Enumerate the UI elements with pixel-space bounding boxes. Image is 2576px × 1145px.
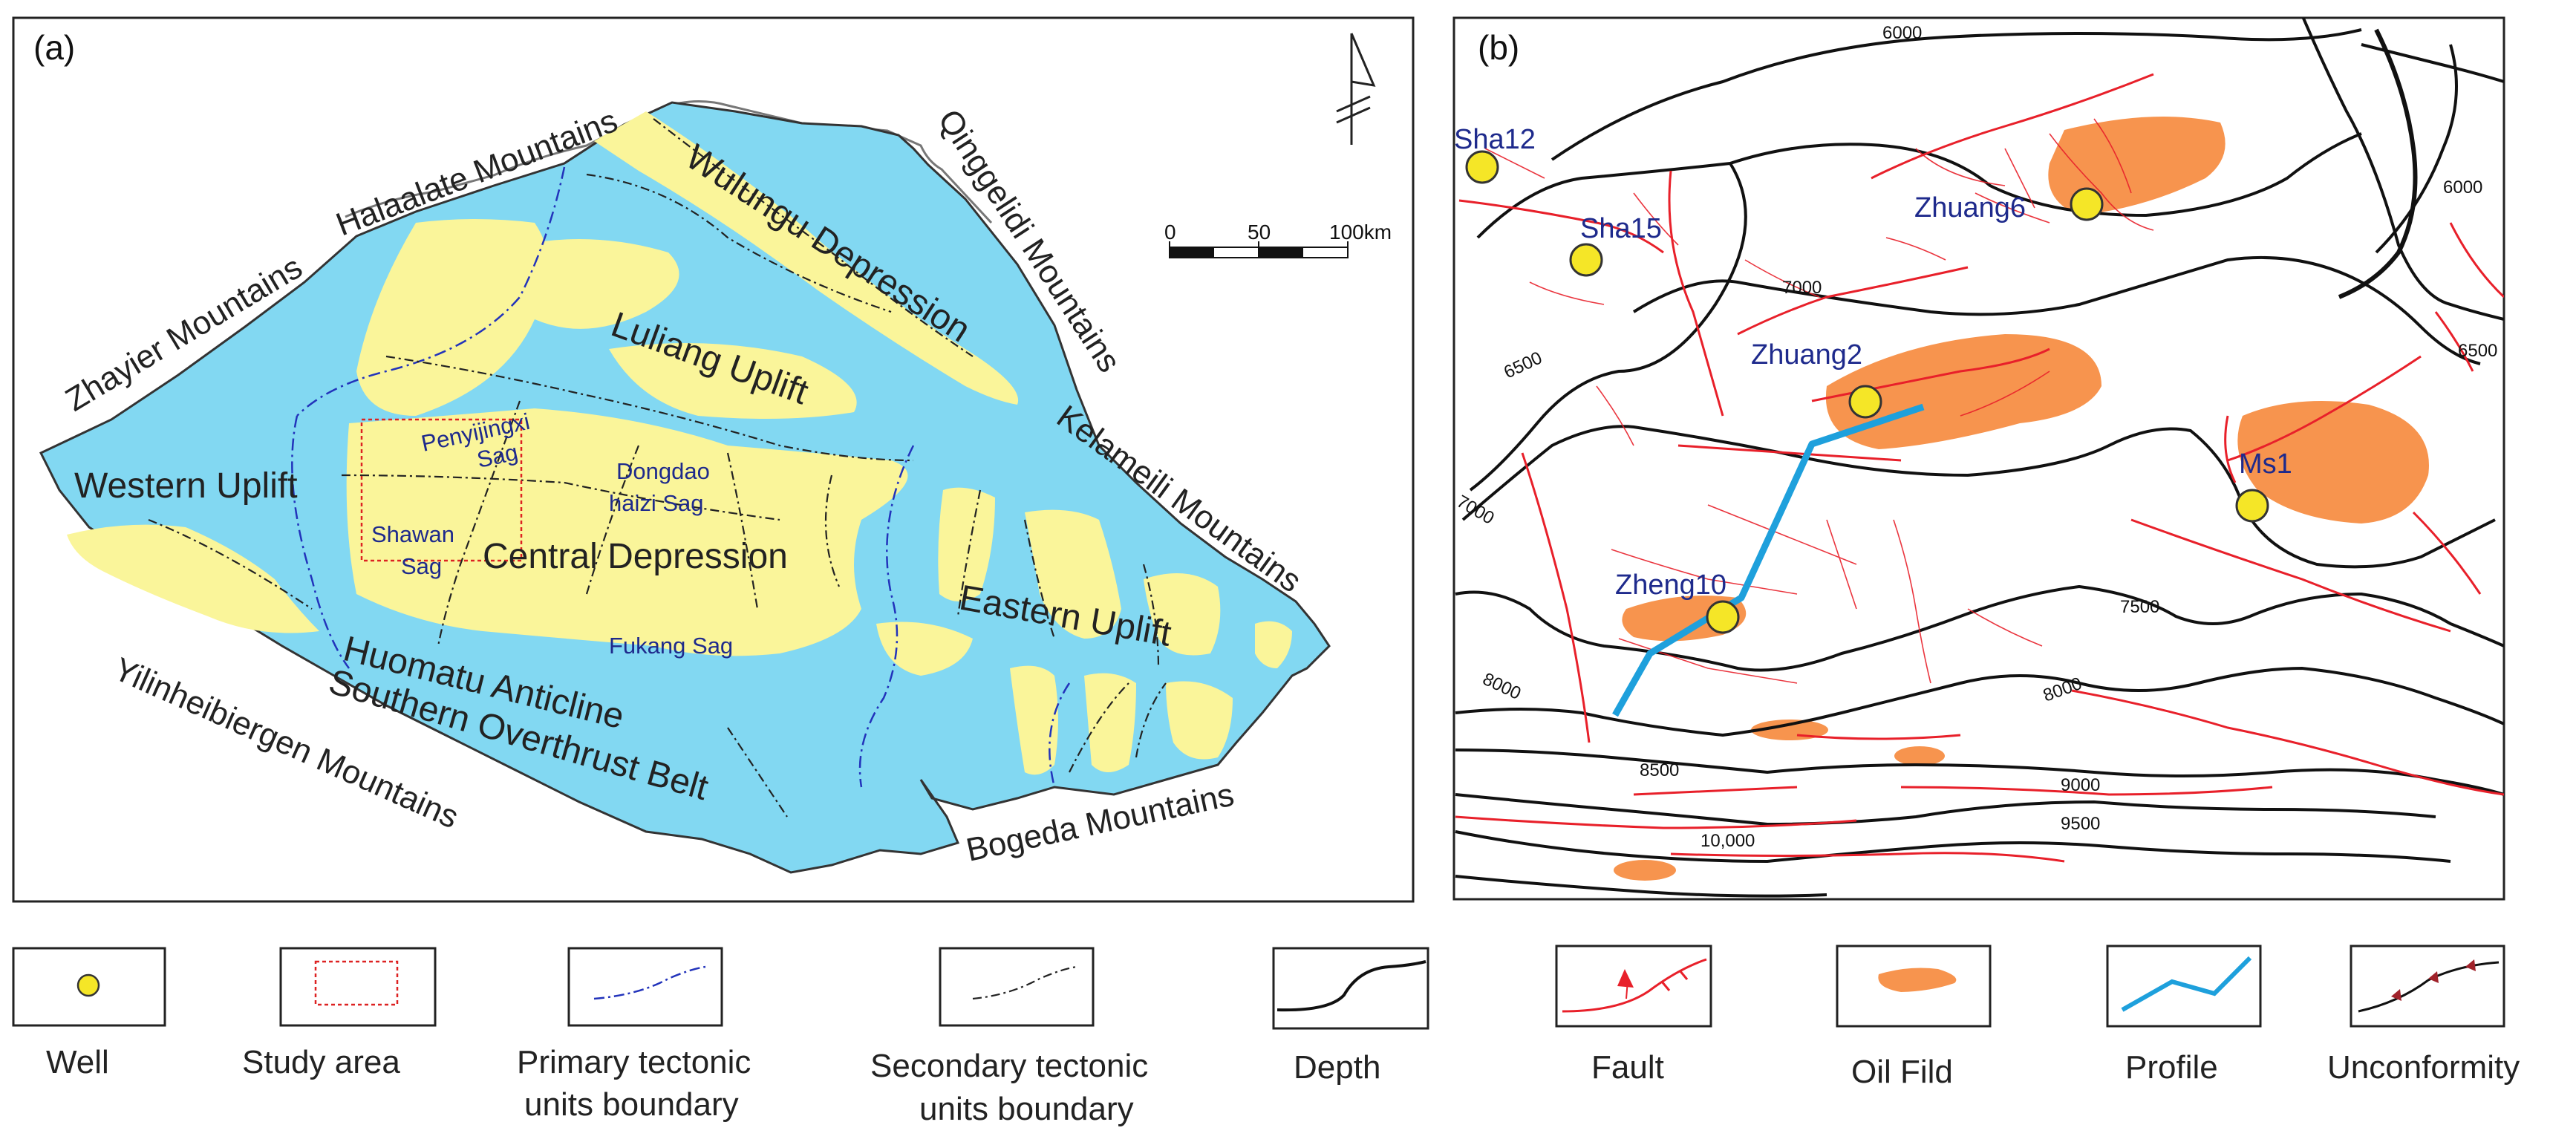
western-label: Western Uplift xyxy=(74,466,298,506)
well-zhuang2 xyxy=(1848,385,1882,419)
panel-a-letter: (a) xyxy=(33,28,75,67)
scale-bar xyxy=(1169,241,1349,258)
panel-b-map: (b) Sha12 Sha15 Zhuang6 Zhuang2 Ms1 Zhen… xyxy=(1452,16,2505,901)
well-sha15 xyxy=(1569,243,1603,277)
central-label: Central Depression xyxy=(483,537,788,576)
ms1-label: Ms1 xyxy=(2239,448,2292,480)
oil-field-small-2 xyxy=(1894,746,1945,766)
legend-profile-label: Profile xyxy=(2125,1049,2218,1086)
legend-study-area-label: Study area xyxy=(242,1044,400,1080)
wells xyxy=(1465,150,2269,634)
zheng10-label: Zheng10 xyxy=(1615,570,1726,601)
legend-well-label: Well xyxy=(46,1044,109,1080)
contour-label-8500: 8500 xyxy=(1640,760,1679,780)
primary-boundaries xyxy=(291,166,1071,788)
legend-secondary-label-1: Secondary tectonic xyxy=(870,1048,1148,1084)
oil-field-small-3 xyxy=(1614,860,1676,881)
legend-well: Well xyxy=(12,947,166,1080)
profile-line xyxy=(1612,403,1925,717)
dongdao-label-2: haizi Sag xyxy=(609,490,704,516)
legend-primary-symbol xyxy=(593,965,706,1000)
legend-study-area-symbol xyxy=(314,960,399,1006)
well-zhuang6 xyxy=(2070,187,2104,221)
sag-labels: Penyijingxi Sag Dongdao haizi Sag Shawan… xyxy=(371,408,733,659)
well-ms1 xyxy=(2235,489,2269,523)
legend-secondary-symbol xyxy=(972,965,1077,1000)
north-arrow xyxy=(1336,33,1376,145)
legend-primary-label-2: units boundary xyxy=(524,1086,739,1123)
legend: Well Study area Primary tectonic units b… xyxy=(12,945,2520,1127)
legend-study-area: Study area xyxy=(242,947,437,1080)
contour-label-10000: 10,000 xyxy=(1701,831,1755,851)
contour-label-6500-right: 6500 xyxy=(2458,341,2497,361)
zhuang2-label: Zhuang2 xyxy=(1751,339,1862,371)
contour-label-9000: 9000 xyxy=(2061,775,2100,795)
legend-primary-label-1: Primary tectonic xyxy=(517,1044,751,1080)
unconformity-line xyxy=(2338,28,2418,299)
fukang-label: Fukang Sag xyxy=(609,633,733,659)
legend-well-symbol xyxy=(76,973,100,997)
study-area-box xyxy=(360,418,523,562)
legend-primary-boundary: Primary tectonic units boundary xyxy=(517,947,751,1123)
oil-field-ms1 xyxy=(2237,401,2429,523)
legend-unconformity: Unconformity xyxy=(2327,945,2520,1086)
panel-a-map: 0 50 100km (a) Halaalate Mountains Zhayi… xyxy=(12,16,1415,903)
dongdao-label-1: Dongdao xyxy=(616,458,710,484)
legend-unconformity-label: Unconformity xyxy=(2327,1049,2520,1086)
legend-depth: Depth xyxy=(1272,947,1429,1086)
well-labels: Sha12 Sha15 Zhuang6 Zhuang2 Ms1 Zheng10 xyxy=(1454,124,2292,601)
legend-oil-field-label: Oil Fild xyxy=(1851,1054,1953,1090)
contour-label-6000-right: 6000 xyxy=(2443,177,2482,198)
legend-secondary-boundary: Secondary tectonic units boundary xyxy=(870,947,1148,1127)
panel-b-letter: (b) xyxy=(1478,28,1519,67)
contour-label-7500: 7500 xyxy=(2120,597,2159,617)
scale-label-100: 100km xyxy=(1329,221,1392,244)
legend-oil-field-symbol xyxy=(1878,968,1957,992)
secondary-boundaries xyxy=(148,118,1167,818)
contour-labels: 6000 6000 6500 6500 7000 7000 7500 8000 … xyxy=(1453,23,2497,851)
scale-label-0: 0 xyxy=(1164,221,1176,244)
contour-label-9500: 9500 xyxy=(2061,814,2100,834)
faults xyxy=(1455,73,2504,863)
scale-label-50: 50 xyxy=(1248,221,1271,244)
legend-fault-label: Fault xyxy=(1591,1049,1664,1086)
contour-label-7000-center: 7000 xyxy=(1782,278,1822,298)
legend-fault: Fault xyxy=(1555,945,1712,1086)
legend-depth-label: Depth xyxy=(1294,1049,1380,1086)
sha15-label: Sha15 xyxy=(1580,213,1662,244)
legend-fault-symbol xyxy=(1562,958,1707,1013)
oil-field-zhuang2 xyxy=(1825,334,2101,449)
legend-oil-field: Oil Fild xyxy=(1836,945,1992,1090)
contour-label-6000-top: 6000 xyxy=(1882,23,1922,43)
legend-secondary-label-2: units boundary xyxy=(919,1091,1134,1127)
legend-profile-symbol xyxy=(2121,956,2252,1012)
legend-profile: Profile xyxy=(2106,945,2262,1086)
depth-contours xyxy=(1455,18,2504,898)
depression-areas xyxy=(67,111,1292,775)
legend-depth-symbol xyxy=(1276,960,1426,1012)
sha12-label: Sha12 xyxy=(1454,124,1536,155)
legend-fault-arrow-icon xyxy=(1617,969,1634,988)
zhuang6-label: Zhuang6 xyxy=(1914,192,2026,224)
well-zheng10 xyxy=(1706,600,1740,634)
well-sha12 xyxy=(1465,150,1499,184)
shawan-label-1: Shawan xyxy=(371,521,454,547)
shawan-label-2: Sag xyxy=(401,553,442,579)
minor-faults xyxy=(1484,118,2154,684)
